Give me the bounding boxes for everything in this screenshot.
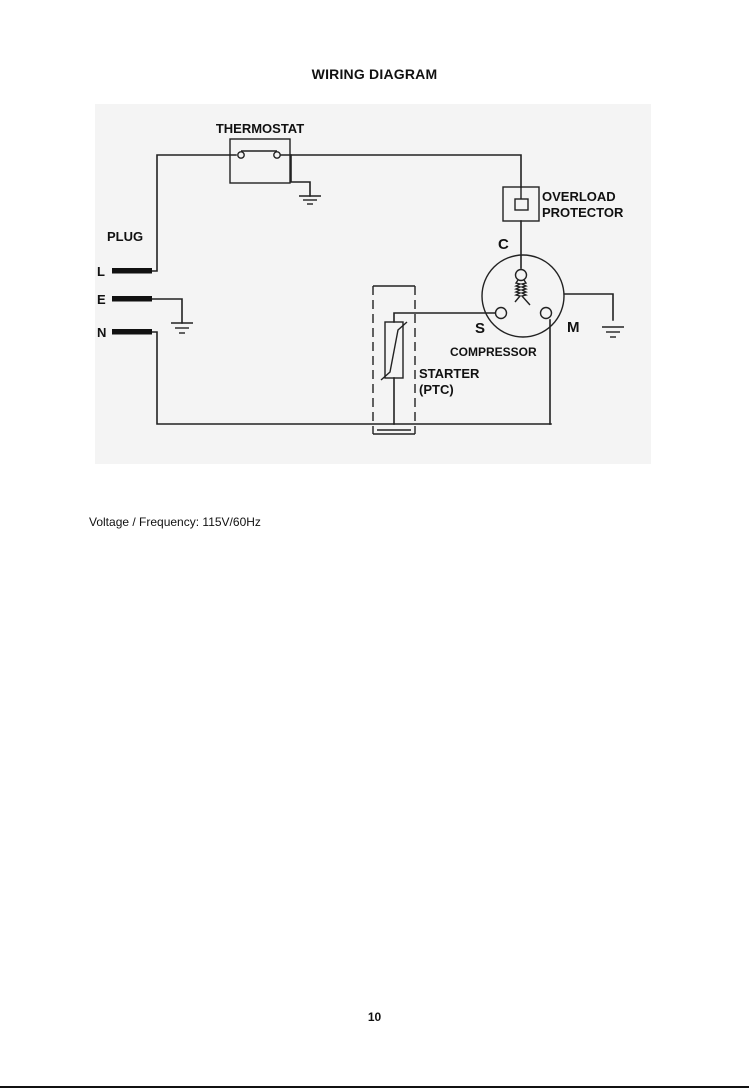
starter-label-line1: STARTER: [419, 366, 480, 381]
terminal-e-label: E: [97, 292, 106, 307]
compressor-symbol: [482, 255, 564, 337]
wiring-diagram-svg: THERMOSTAT OVERLOAD PROTECTOR PLUG L E N…: [95, 104, 651, 464]
overload-label-line1: OVERLOAD: [542, 189, 616, 204]
compressor-m-label: M: [567, 319, 580, 336]
thermostat-label: THERMOSTAT: [216, 121, 304, 136]
wire-earth-to-ground: [152, 299, 182, 323]
spec-label: Voltage / Frequency:: [89, 515, 199, 529]
spec-value: 115V/60Hz: [202, 515, 260, 529]
compressor-s-label: S: [475, 320, 485, 337]
starter-label-line2: (PTC): [419, 382, 454, 397]
page-number: 10: [0, 1010, 749, 1024]
voltage-frequency-spec: Voltage / Frequency: 115V/60Hz: [89, 515, 261, 529]
ptc-thermistor-symbol: [381, 322, 407, 380]
page-bottom-rule: [0, 1086, 749, 1088]
overload-protector-symbol: [503, 187, 539, 221]
plug-terminal-n: [112, 329, 152, 335]
wire-compressor-ground: [565, 294, 613, 320]
earth-ground-symbol: [171, 323, 193, 333]
wire-line-to-thermostat: [152, 155, 236, 271]
plug-terminal-l: [112, 268, 152, 274]
compressor-label: COMPRESSOR: [450, 345, 537, 359]
overload-label-line2: PROTECTOR: [542, 205, 624, 220]
wire-thermostat-ground: [291, 155, 310, 196]
page-title: WIRING DIAGRAM: [0, 66, 749, 82]
compressor-c-label: C: [498, 236, 509, 253]
wiring-diagram: THERMOSTAT OVERLOAD PROTECTOR PLUG L E N…: [95, 104, 651, 464]
wire-thermostat-to-overload: [277, 155, 521, 187]
thermostat-ground-symbol: [299, 196, 321, 204]
plug-terminal-e: [112, 296, 152, 302]
thermostat-symbol: [230, 139, 290, 183]
plug-label: PLUG: [107, 229, 143, 244]
terminal-l-label: L: [97, 264, 105, 279]
terminal-n-label: N: [97, 325, 106, 340]
compressor-ground-symbol: [602, 327, 624, 337]
